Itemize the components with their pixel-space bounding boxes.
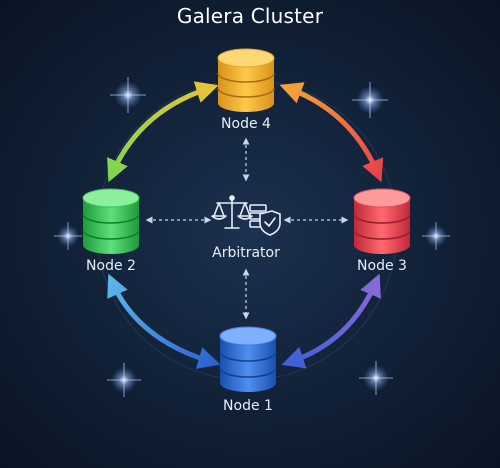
link-node2-node4 [107, 81, 219, 183]
node1-database-icon [219, 326, 277, 392]
link-node3-node1 [281, 273, 381, 369]
sparkle [110, 77, 146, 113]
link-node1-node2 [107, 273, 221, 369]
sparkle [352, 82, 388, 118]
node2-label: Node 2 [86, 258, 136, 274]
sparkle [107, 363, 141, 397]
node4-label: Node 4 [221, 116, 271, 132]
arbitrator-links [145, 137, 349, 320]
diagram-title: Galera Cluster [176, 4, 324, 28]
node1-label: Node 1 [223, 398, 273, 414]
sparkle [359, 361, 393, 395]
arbitrator-label: Arbitrator [212, 245, 280, 261]
sparkle [422, 222, 450, 250]
sparkle [54, 222, 82, 250]
node2-database-icon [82, 188, 140, 254]
scales-server-shield-icon [211, 195, 281, 236]
link-node4-node3 [279, 82, 384, 183]
node3-label: Node 3 [357, 258, 407, 274]
node3-database-icon [353, 188, 411, 254]
node4-database-icon [217, 48, 275, 112]
